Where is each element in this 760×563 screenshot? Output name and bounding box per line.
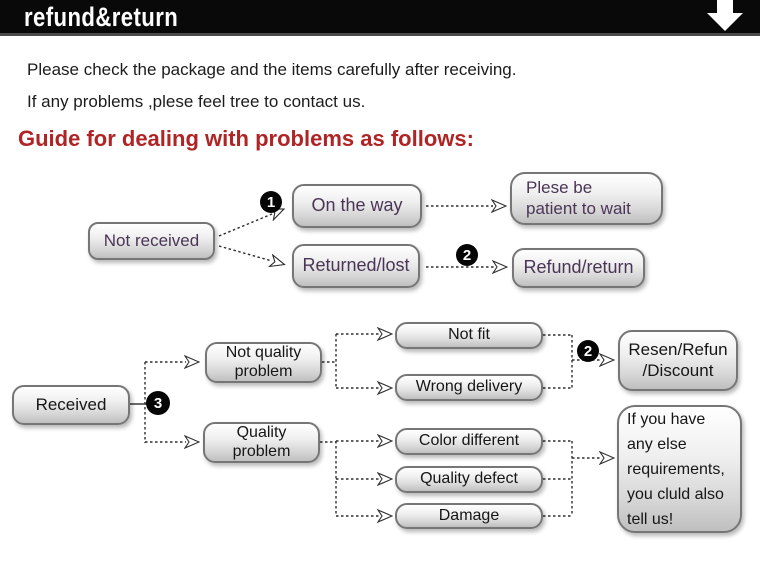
badge-2: 2 xyxy=(456,244,478,266)
header-banner: refund&return xyxy=(0,0,760,36)
badge-3: 3 xyxy=(146,391,170,415)
node-received: Received xyxy=(12,385,130,425)
node-color-different: Color different xyxy=(395,428,543,455)
flow2-not-quality-branch xyxy=(322,334,379,388)
node-returned-lost: Returned/lost xyxy=(292,244,420,288)
node-on-the-way: On the way xyxy=(292,184,422,228)
node-not-received: Not received xyxy=(88,222,215,260)
node-refund-return: Refund/return xyxy=(512,248,645,288)
node-resen-refund-discount: Resen/Refun /Discount xyxy=(618,330,738,391)
badge-1: 1 xyxy=(260,191,282,213)
node-quality-defect: Quality defect xyxy=(395,466,543,493)
intro-line-2: If any problems ,plese feel tree to cont… xyxy=(27,92,366,111)
node-wrong-delivery: Wrong delivery xyxy=(395,374,543,401)
guide-heading: Guide for dealing with problems as follo… xyxy=(18,126,474,151)
node-quality-problem: Quality problem xyxy=(203,422,320,463)
flow2-quality-branch xyxy=(320,441,379,516)
intro-line-1: Please check the package and the items c… xyxy=(27,60,517,79)
node-damage: Damage xyxy=(395,503,543,529)
down-arrow-icon xyxy=(707,0,743,31)
badge-2b: 2 xyxy=(577,340,599,362)
page-title: refund&return xyxy=(24,2,179,32)
flow2-more-merge xyxy=(543,440,601,517)
node-not-quality-problem: Not quality problem xyxy=(205,342,322,383)
node-more-requirements: If you have any else requirements, you c… xyxy=(617,405,742,533)
node-plese-be-patient: Plese be patient to wait xyxy=(510,172,663,225)
node-not-fit: Not fit xyxy=(395,322,543,349)
